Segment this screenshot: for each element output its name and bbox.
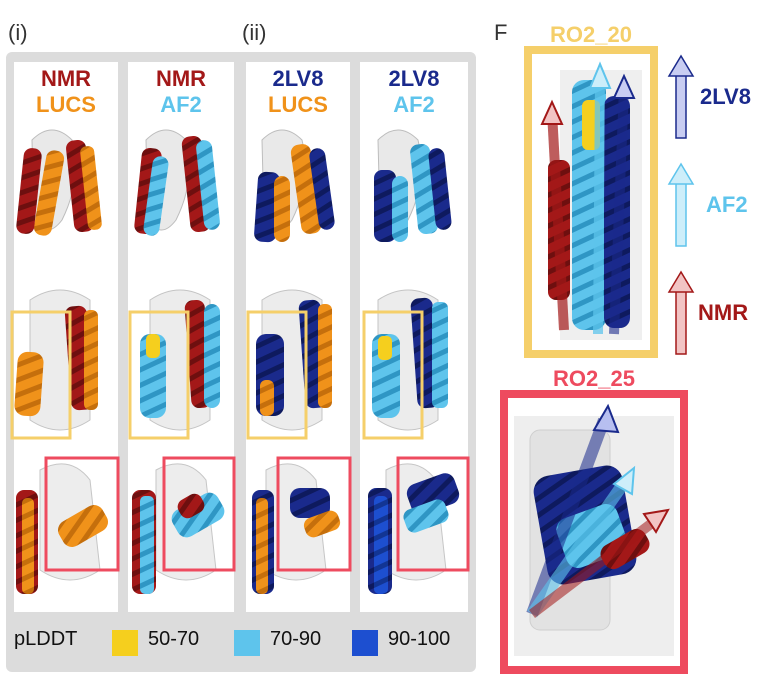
- legend-label-70-90: 70-90: [270, 628, 322, 650]
- legend-swatch-70-90: [234, 630, 260, 656]
- ro2-25-panel: [500, 390, 688, 674]
- column-title-line1: 2LV8: [388, 66, 440, 91]
- column-title-line2: AF2: [393, 92, 435, 117]
- yellow-highlight-boxes: [10, 310, 424, 440]
- arrow-label-nmr: NMR: [698, 300, 749, 325]
- ro2-20-panel: [524, 46, 658, 358]
- legend-label-90-100: 90-100: [388, 628, 451, 650]
- panel-label-ii: (ii): [242, 20, 267, 45]
- column-title-line2: LUCS: [36, 92, 96, 117]
- panel-label-f: F: [494, 20, 508, 45]
- red-highlight-boxes: [44, 456, 470, 572]
- arrow-label-2lv8: 2LV8: [700, 84, 751, 109]
- arrow-legend: [667, 54, 695, 355]
- panel-label-i: (i): [8, 20, 28, 45]
- arrow-label-af2: AF2: [706, 192, 748, 217]
- column-title-line1: NMR: [155, 66, 207, 91]
- structure-row-1: [16, 129, 452, 243]
- legend-swatch-90-100: [352, 630, 378, 656]
- column-title-line2: AF2: [160, 92, 202, 117]
- column-title-line1: NMR: [40, 66, 92, 91]
- structure-row-3: [16, 463, 460, 594]
- column-title-line1: 2LV8: [272, 66, 324, 91]
- ro2-25-title: RO2_25: [553, 366, 635, 391]
- legend-title: pLDDT: [14, 628, 78, 650]
- legend-swatch-50-70: [112, 630, 138, 656]
- ro2-20-title: RO2_20: [550, 22, 632, 47]
- plddt-legend: pLDDT 50-70 70-90 90-100: [6, 614, 476, 666]
- column-title-line2: LUCS: [268, 92, 328, 117]
- legend-label-50-70: 50-70: [148, 628, 200, 650]
